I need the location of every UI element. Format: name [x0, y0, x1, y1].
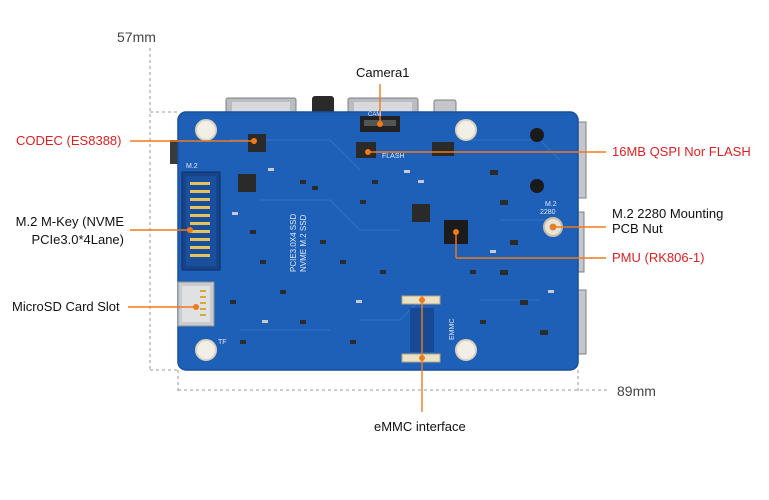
silk-pcie: PCIE3.0X4 SSD [289, 214, 298, 272]
silk-m2-2280: 2280 [540, 209, 556, 216]
mounting-hole-top-left [195, 119, 217, 141]
flash-label: 16MB QSPI Nor FLASH [612, 144, 751, 159]
mounting-label-line2: PCB Nut [612, 221, 663, 236]
screw-right-bottom [530, 179, 544, 193]
m2-mkey-label-line2: PCIe3.0*4Lane) [31, 232, 124, 247]
mounting-hole-top-right [455, 119, 477, 141]
screw-right-top [530, 128, 544, 142]
pmu-label: PMU (RK806-1) [612, 250, 705, 265]
codec-chip [248, 134, 266, 152]
silk-emmc: EMMC [449, 319, 456, 340]
emmc-label: eMMC interface [374, 419, 466, 434]
width-dimension-label: 89mm [617, 383, 656, 399]
silk-tf: TF [218, 339, 227, 346]
mounting-label-line1: M.2 2280 Mounting [612, 206, 724, 221]
codec-label: CODEC (ES8388) [16, 133, 122, 148]
large-chip [412, 204, 430, 222]
height-dimension-label: 57mm [117, 29, 156, 45]
camera-label: Camera1 [356, 65, 410, 80]
silk-m2-top: M.2 [186, 163, 198, 170]
silk-nvme: NVME M.2 SSD [299, 214, 308, 272]
silk-flash: FLASH [382, 153, 405, 160]
flash-ic-right [432, 142, 454, 156]
silk-m2: M.2 [545, 201, 557, 208]
mounting-hole-bottom-right [455, 339, 477, 361]
mounting-hole-bottom-left [195, 339, 217, 361]
silk-cam: CAM [368, 112, 381, 118]
m2-mkey-label-line1: M.2 M-Key (NVME [15, 214, 124, 229]
left-edge-connector [170, 140, 180, 164]
pcb-board [177, 111, 579, 371]
microsd-label: MicroSD Card Slot [12, 299, 120, 314]
chip-left [238, 174, 256, 192]
